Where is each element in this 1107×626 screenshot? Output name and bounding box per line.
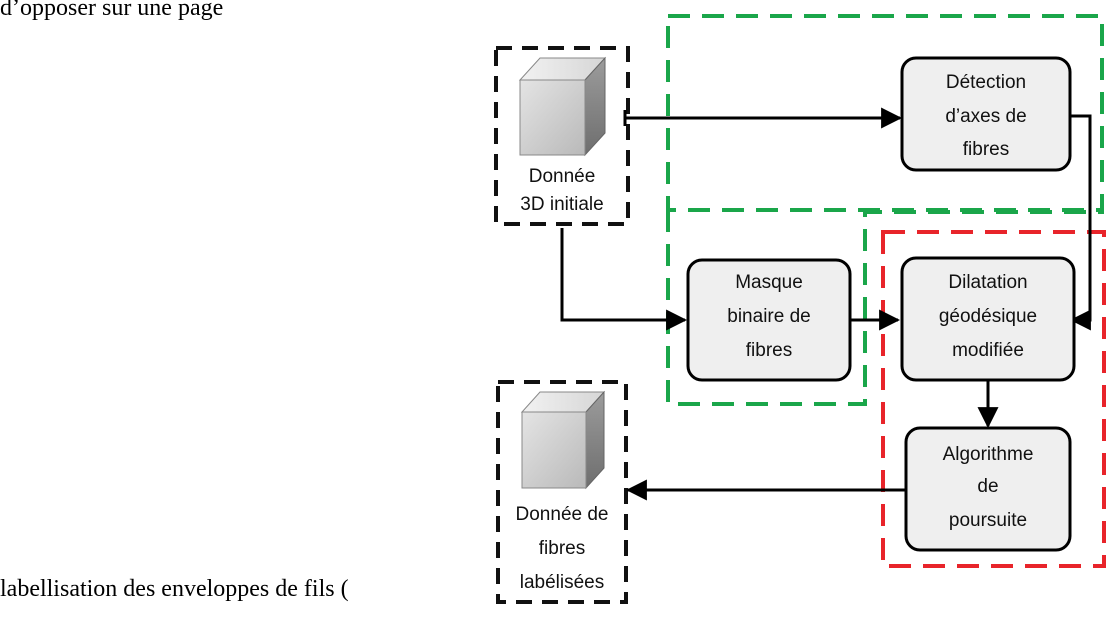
binary-mask-label-line2: binaire de (727, 306, 810, 327)
binary-mask-label-line3: fibres (746, 340, 792, 361)
axis-detection-label-line2: d’axes de (945, 106, 1026, 127)
dilation-label-line1: Dilatation (948, 272, 1027, 293)
output-label-line2: fibres (539, 538, 585, 559)
tracking-algorithm-box (904, 426, 1072, 552)
input-cube-icon (518, 56, 607, 157)
dilation-label-line3: modifiée (952, 340, 1024, 361)
output-cube-icon (520, 390, 606, 490)
axis-detection-label-line3: fibres (963, 139, 1009, 160)
tracking-label-line1: Algorithme (943, 444, 1034, 465)
axis-detection-box (900, 56, 1072, 172)
tracking-label-line3: poursuite (949, 510, 1027, 531)
binary-mask-box (686, 258, 852, 382)
top-text-fragment: d’opposer sur une page (0, 0, 224, 21)
output-label-line3: labélisées (520, 572, 605, 593)
green-group-mask (666, 210, 1104, 406)
connectors (560, 107, 1092, 501)
output-label-line1: Donnée de (516, 504, 609, 525)
dilation-label-line2: géodésique (939, 306, 1037, 327)
geodesic-dilation-box (900, 256, 1076, 382)
input-label-line2: 3D initiale (520, 194, 603, 215)
axis-detection-label-line1: Détection (946, 72, 1026, 93)
red-group-processing (881, 230, 1106, 568)
arrow-detection-to-dilation (1069, 114, 1092, 331)
arrow-input-to-mask (560, 228, 688, 331)
binary-mask-label-line1: Masque (735, 272, 803, 293)
caption-fragment: labellisation des enveloppes de fils ( (0, 576, 349, 602)
tracking-label-line2: de (977, 476, 998, 497)
input-label-line1: Donnée (529, 166, 596, 187)
green-group-detection (666, 14, 1104, 212)
input-data-frame (494, 46, 630, 226)
